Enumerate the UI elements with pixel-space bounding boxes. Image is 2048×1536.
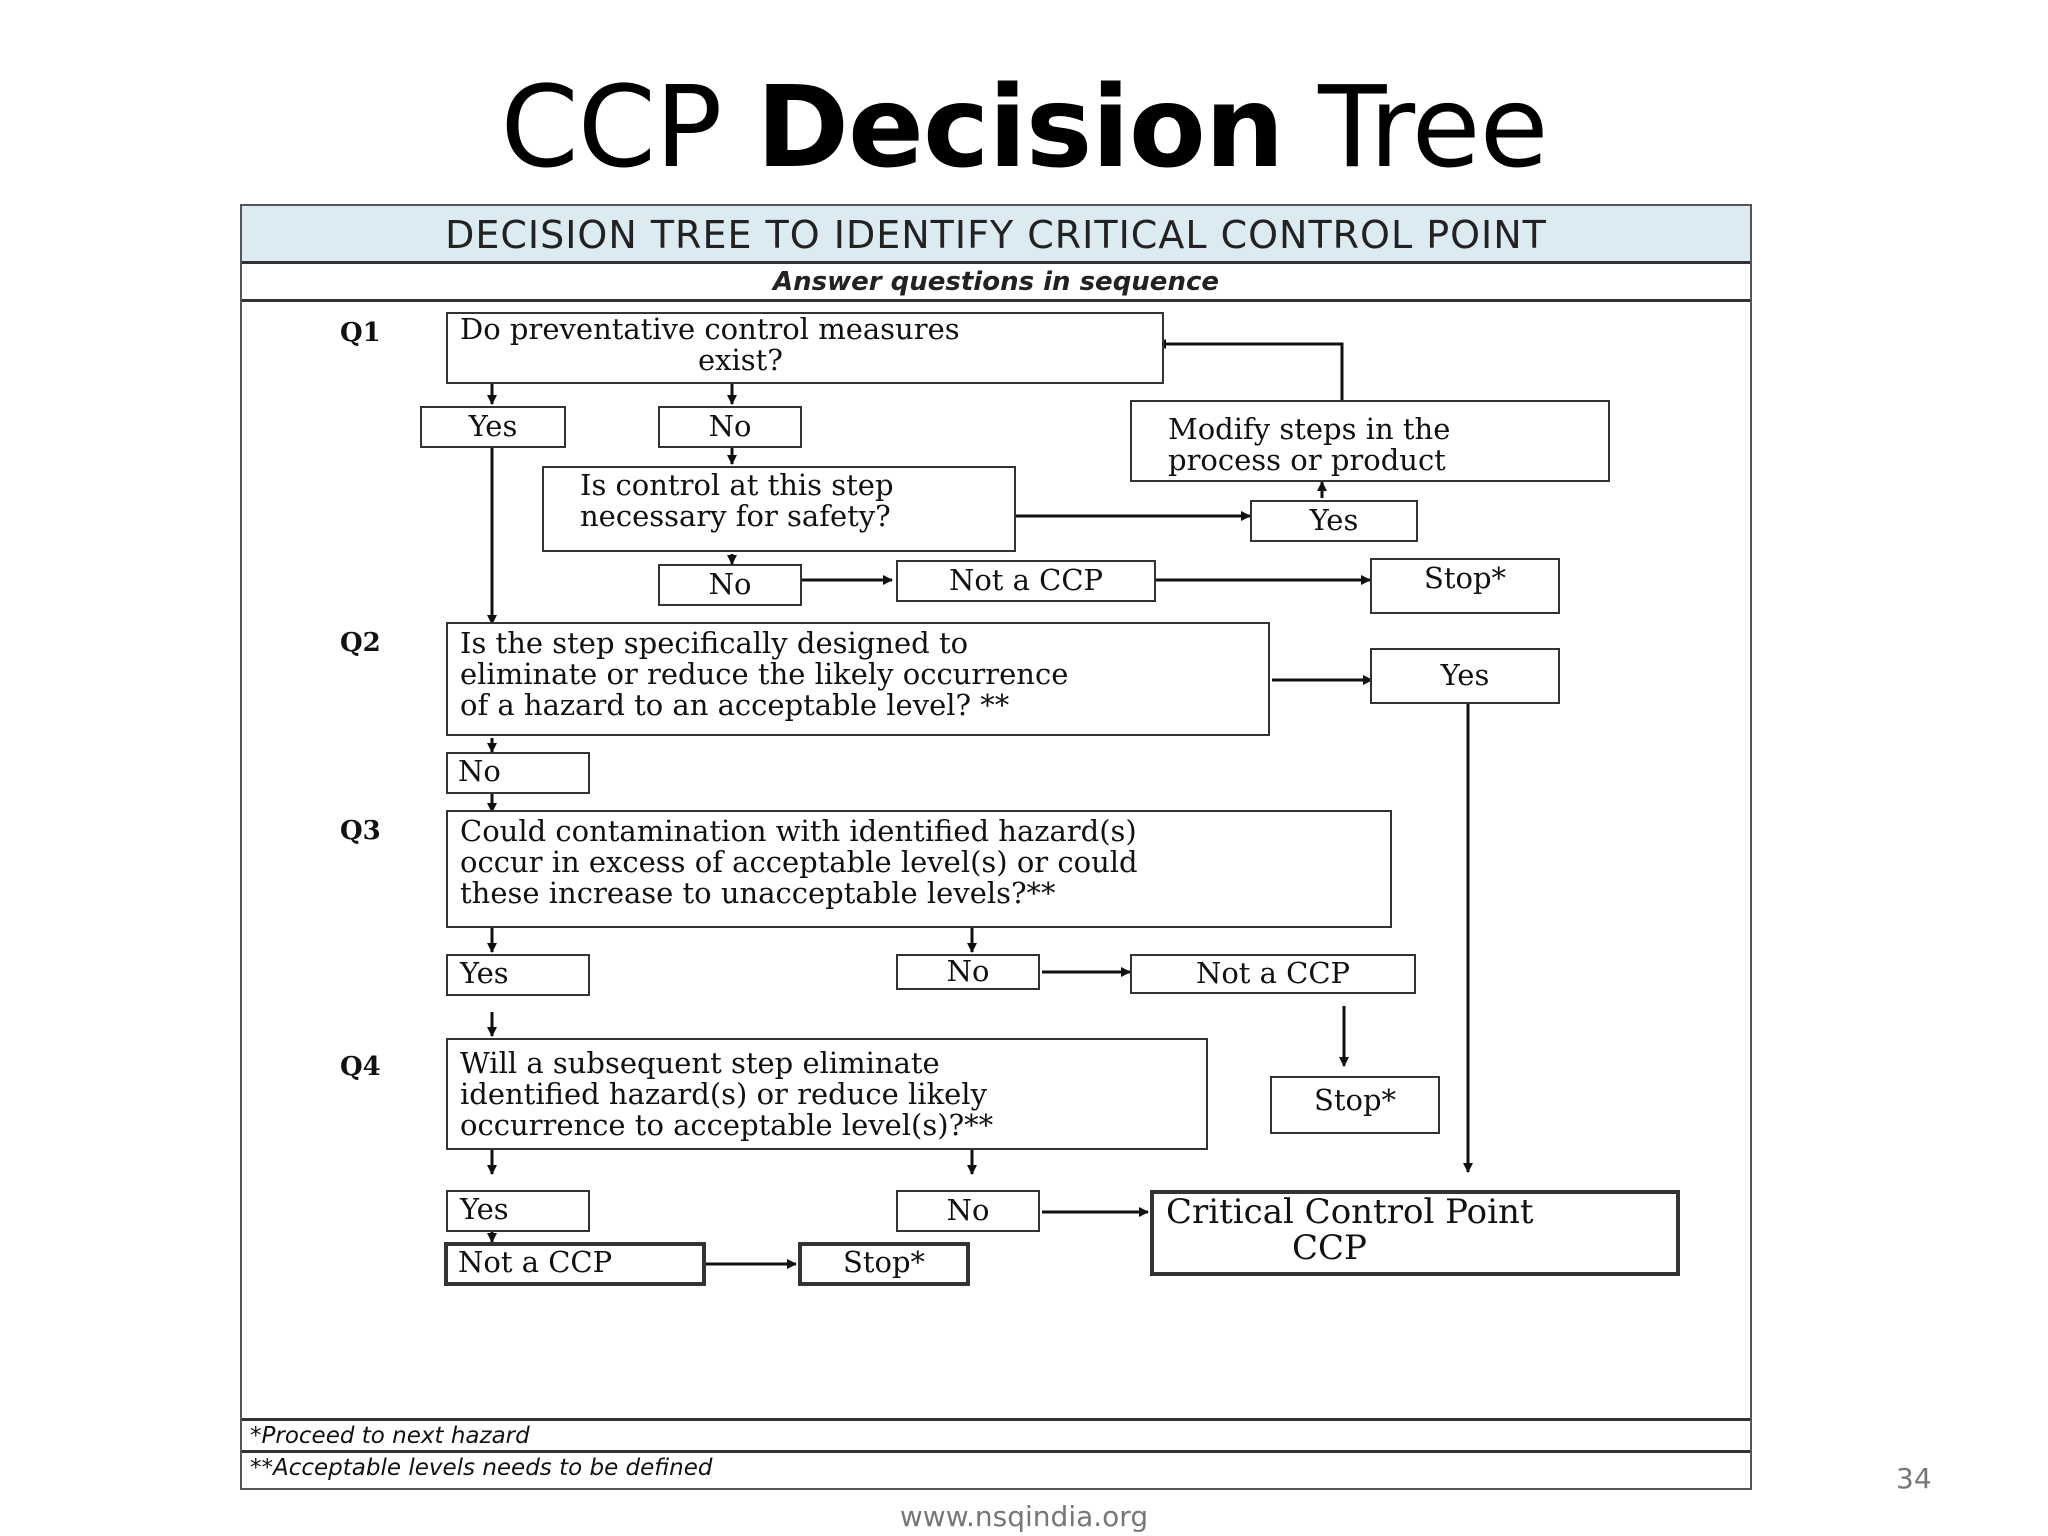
q3-stop-box: Stop* xyxy=(1270,1076,1440,1134)
safety-yes-box: Yes xyxy=(1250,500,1418,542)
q3-question-line1: Could contamination with identified haza… xyxy=(460,814,1137,848)
q4-question-line1: Will a subsequent step eliminate xyxy=(460,1046,940,1080)
q4-no-box: No xyxy=(896,1190,1040,1232)
q3-not-ccp-box: Not a CCP xyxy=(1130,954,1416,994)
ccp-box: Critical Control Point CCP xyxy=(1150,1190,1680,1276)
q3-question-line3: these increase to unacceptable levels?** xyxy=(460,876,1056,910)
title-part2: Tree xyxy=(1283,63,1548,193)
q2-no-box: No xyxy=(446,752,590,794)
q2-question-line3: of a hazard to an acceptable level? ** xyxy=(460,688,1010,722)
q1-no-box: No xyxy=(658,406,802,448)
q4-stop-box: Stop* xyxy=(798,1242,970,1286)
q3-question-box: Could contamination with identified haza… xyxy=(446,810,1392,928)
slide-title: CCP Decision Tree xyxy=(0,62,2048,194)
header-band xyxy=(242,206,1750,264)
modify-box: Modify steps in the process or product xyxy=(1130,400,1610,482)
q4-question-line2: identified hazard(s) or reduce likely xyxy=(460,1077,987,1111)
modify-line2: process or product xyxy=(1168,443,1446,477)
q3-question-line2: occur in excess of acceptable level(s) o… xyxy=(460,845,1138,879)
q4-yes-box: Yes xyxy=(446,1190,590,1232)
q1-question-box: Do preventative control measures exist? xyxy=(446,312,1164,384)
page-number: 34 xyxy=(1896,1462,1932,1495)
title-part1: CCP xyxy=(500,63,757,193)
q2-yes-box: Yes xyxy=(1370,648,1560,704)
ccp-line2: CCP xyxy=(1292,1228,1367,1268)
q1-yes-box: Yes xyxy=(420,406,566,448)
diagram-header: DECISION TREE TO IDENTIFY CRITICAL CONTR… xyxy=(445,213,1547,257)
footnote-acceptable: **Acceptable levels needs to be defined xyxy=(242,1450,1750,1482)
q2-label: Q2 xyxy=(340,628,381,658)
q2-question-box: Is the step specifically designed to eli… xyxy=(446,622,1270,736)
q3-no-box: No xyxy=(896,954,1040,990)
safety-no-box: No xyxy=(658,564,802,606)
safety-question-box: Is control at this step necessary for sa… xyxy=(542,466,1016,552)
website-url: www.nsqindia.org xyxy=(899,1500,1149,1533)
footnote-proceed: *Proceed to next hazard xyxy=(242,1418,1750,1450)
q1-stop-box: Stop* xyxy=(1370,558,1560,614)
q1-label: Q1 xyxy=(340,318,381,348)
q3-label: Q3 xyxy=(340,816,381,846)
safety-line1: Is control at this step xyxy=(580,468,894,502)
q4-not-ccp-box: Not a CCP xyxy=(444,1242,706,1286)
safety-line2: necessary for safety? xyxy=(580,499,891,533)
q2-question-line1: Is the step specifically designed to xyxy=(460,626,969,660)
arrow-modify-q1 xyxy=(1156,339,1344,402)
q4-question-box: Will a subsequent step eliminate identif… xyxy=(446,1038,1208,1150)
title-bold: Decision xyxy=(756,63,1284,193)
q2-question-line2: eliminate or reduce the likely occurrenc… xyxy=(460,657,1069,691)
q1-question-line1: Do preventative control measures xyxy=(460,312,960,346)
modify-line1: Modify steps in the xyxy=(1168,412,1451,446)
q3-yes-box: Yes xyxy=(446,954,590,996)
q4-label: Q4 xyxy=(340,1052,381,1082)
q1-question-line2: exist? xyxy=(698,343,783,377)
decision-tree-diagram: DECISION TREE TO IDENTIFY CRITICAL CONTR… xyxy=(240,204,1752,1490)
q1-not-ccp-box: Not a CCP xyxy=(896,560,1156,602)
q4-question-line3: occurrence to acceptable level(s)?** xyxy=(460,1108,994,1142)
ccp-line1: Critical Control Point xyxy=(1166,1192,1534,1232)
instruction-line: Answer questions in sequence xyxy=(242,264,1750,302)
